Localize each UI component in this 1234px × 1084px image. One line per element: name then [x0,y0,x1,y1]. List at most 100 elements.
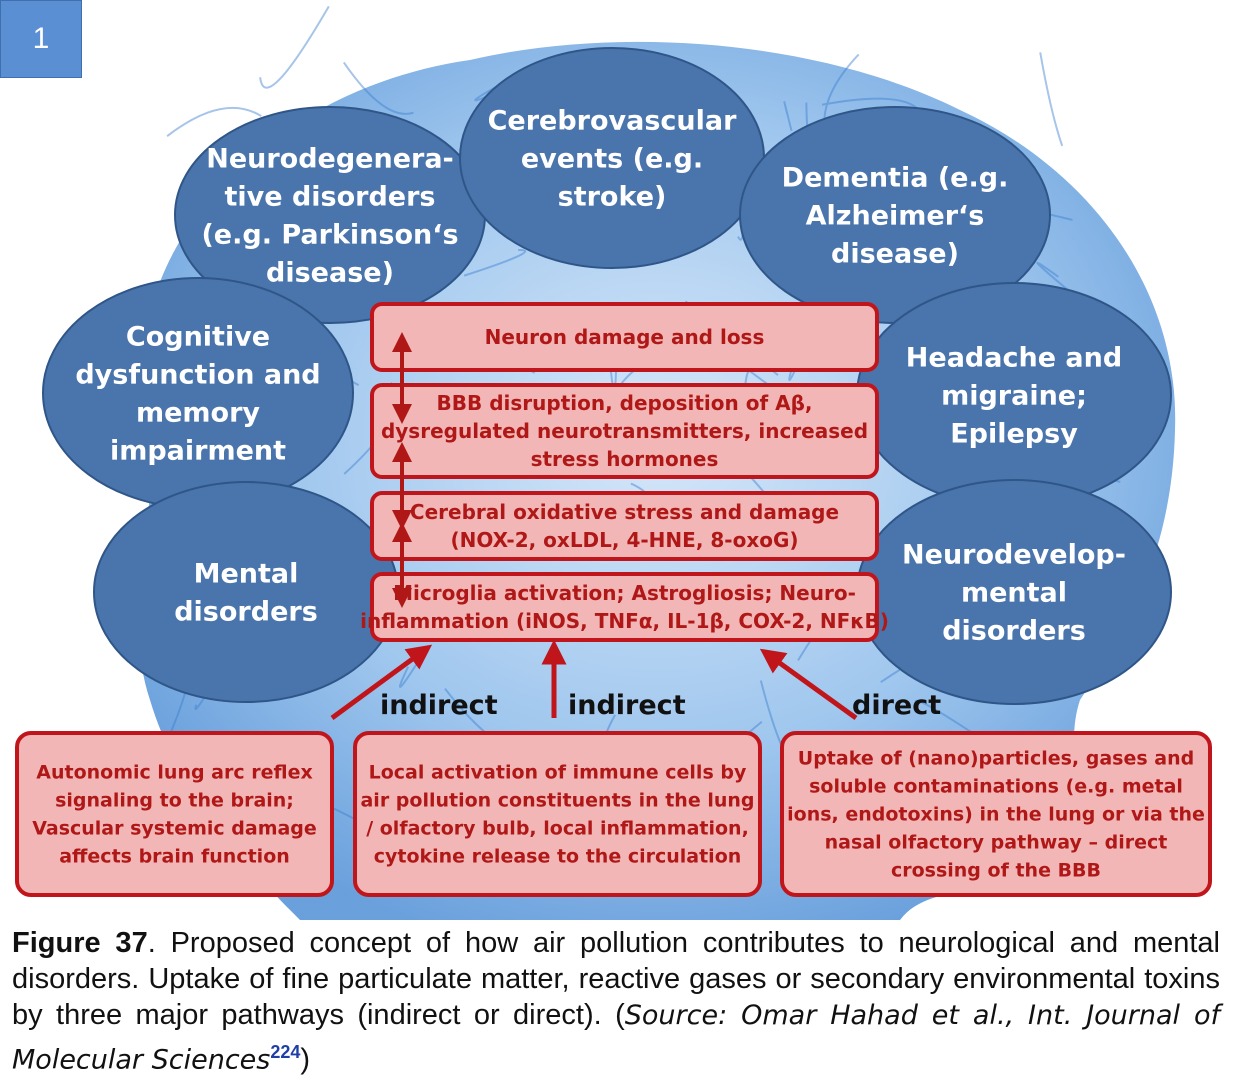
outcome-label-line: migraine; [941,380,1087,411]
mechanism-box [370,572,879,642]
outcome-label-line: Mental [194,558,299,589]
pathway-box [15,731,334,897]
pathway-label: Autonomic lung arc reflex signaling to th… [32,762,317,868]
outcome-label: Cognitive dysfunction and memory impairment [75,321,320,466]
pathway-arrows: indirect indirect direct [330,639,941,721]
mechanism-oxidative-stress: Cerebral oxidative stress and damage (NOX… [370,491,879,561]
mechanism-label: Cerebral oxidative stress and damage (NOX… [410,500,839,552]
mechanism-label-line: dysregulated neurotransmitters, increase… [381,419,868,443]
pathway-label-line: cytokine release to the circulation [374,846,742,868]
brain-vein [342,61,414,115]
mechanism-label-line: inflammation (iNOS, TNFα, IL-1β, COX-2, … [360,609,889,633]
outcome-label-line: mental [961,577,1067,608]
slide-number-badge: 1 [0,0,82,78]
outcome-label-line: Dementia (e.g. [782,162,1009,193]
outcome-label-line: impairment [110,435,286,466]
outcome-label: Dementia (e.g. Alzheimer‘s disease) [782,162,1009,269]
pathway-box [353,731,762,897]
pathway-arrow [330,644,433,721]
outcome-label-line: disorders [174,596,318,627]
figure-label: Figure 37 [12,927,148,959]
brain-vein [463,249,526,277]
mechanism-box [370,383,879,479]
pathway-box [780,731,1212,897]
pathway-type-label: indirect [380,690,498,721]
pathway-label-line: signaling to the brain; [55,790,294,812]
pathway-local-activation: Local activation of immune cells by air p… [353,731,762,897]
mechanism-microglia: Microglia activation; Astrogliosis; Neur… [360,572,889,642]
mechanism-box [370,491,879,561]
pathway-type-label: direct [852,690,941,721]
outcome-neurodevelopmental: Neurodevelop-mental disorders [856,479,1172,705]
slide-number: 1 [32,22,50,55]
outcome-cognitive: Cognitive dysfunction and memory impairment [42,277,354,509]
pathway-boxes: Autonomic lung arc reflex signaling to th… [15,731,1212,897]
outcome-dementia: Dementia (e.g. Alzheimer‘s disease) [739,106,1051,324]
pathway-label-line: affects brain function [59,846,290,868]
pathway-label-line: Vascular systemic damage [32,818,317,840]
outcome-label-line: dysfunction and [75,359,320,390]
outcome-label-line: (e.g. Parkinson‘s [201,219,458,250]
pathway-type-label: indirect [568,690,686,721]
outcome-label-line: disease) [831,238,959,269]
outcome-label-line: disease) [266,257,394,288]
brain-vein [783,101,793,132]
outcome-ellipses: Neurodegenera-tive disorders (e.g. Parkin… [42,47,1172,705]
outcome-label: Neurodevelop-mental disorders [902,539,1126,646]
pathway-label-line: crossing of the BBB [891,860,1101,882]
caption-close: ) [300,1043,311,1076]
caption-text: . Proposed concept of how air pollution … [12,927,1220,1031]
pathway-autonomic: Autonomic lung arc reflex signaling to th… [15,731,334,897]
mechanism-label-line: Cerebral oxidative stress and damage [410,500,839,524]
outcome-label-line: disorders [942,615,1086,646]
pathway-label-line: / olfactory bulb, local inflammation, [366,818,749,840]
pathway-label-line: soluble contaminations (e.g. metal [809,776,1183,798]
outcome-cerebrovascular: Cerebrovascular events (e.g. stroke) [459,47,765,269]
pathway-label-line: Autonomic lung arc reflex [36,762,312,784]
mechanism-box [370,302,879,372]
pathway-uptake: Uptake of (nano)particles, gases and solu… [780,731,1212,897]
mechanism-label-line: (NOX-2, oxLDL, 4-HNE, 8-oxoG) [450,528,798,552]
outcome-label-line: tive disorders [224,181,435,212]
brain-vein [823,53,860,123]
caption-source: Source: Omar Hahad et al., Int. Journal … [12,1000,1220,1076]
pathway-arrow [759,648,858,721]
outcome-label-line: Cerebrovascular [488,105,738,136]
outcome-label-line: events (e.g. [521,143,703,174]
outcome-neurodegenerative: Neurodegenera-tive disorders (e.g. Parkin… [174,106,486,324]
outcome-label-line: Alzheimer‘s [806,200,985,231]
mechanism-bbb-disruption: BBB disruption, deposition of Aβ, dysregu… [370,383,879,479]
pathway-label: Local activation of immune cells by air p… [360,762,754,868]
mechanism-neuron-damage: Neuron damage and loss [370,302,879,372]
pathway-label-line: Local activation of immune cells by [369,762,747,784]
pathway-label-line: nasal olfactory pathway – direct [825,832,1168,854]
mechanism-label-line: stress hormones [531,447,719,471]
figure-caption: Figure 37. Proposed concept of how air p… [12,925,1220,1079]
mechanism-label: BBB disruption, deposition of Aβ, dysregu… [381,391,868,471]
outcome-label-line: Neurodevelop- [902,539,1126,570]
outcome-label-line: stroke) [558,181,667,212]
outcome-label: Cerebrovascular events (e.g. stroke) [488,105,738,212]
outcome-label-line: Headache and [906,342,1122,373]
mechanism-label-line: BBB disruption, deposition of Aβ, [437,391,813,415]
mechanism-label: Microglia activation; Astrogliosis; Neur… [360,581,889,633]
outcome-label: Mental disorders [174,558,318,627]
outcome-ellipse [42,277,354,509]
pathway-label-line: Uptake of (nano)particles, gases and [798,748,1194,770]
mechanism-label: Neuron damage and loss [485,325,765,349]
brain-vein [259,5,330,89]
outcome-ellipse [93,481,399,703]
brain-vein [1039,52,1064,147]
outcome-label-line: Cognitive [126,321,270,352]
outcome-label-line: Neurodegenera- [206,143,454,174]
pathway-label-line: ions, endotoxins) in the lung or via the [787,804,1205,826]
outcome-label-line: memory [136,397,260,428]
caption-ref: 224 [270,1042,301,1062]
air-pollution-diagram: Neurodegenera-tive disorders (e.g. Parkin… [15,5,1212,920]
mechanism-label-line: Neuron damage and loss [485,325,765,349]
pathway-label-line: air pollution constituents in the lung [360,790,754,812]
outcome-label: Neurodegenera-tive disorders (e.g. Parkin… [201,143,458,288]
